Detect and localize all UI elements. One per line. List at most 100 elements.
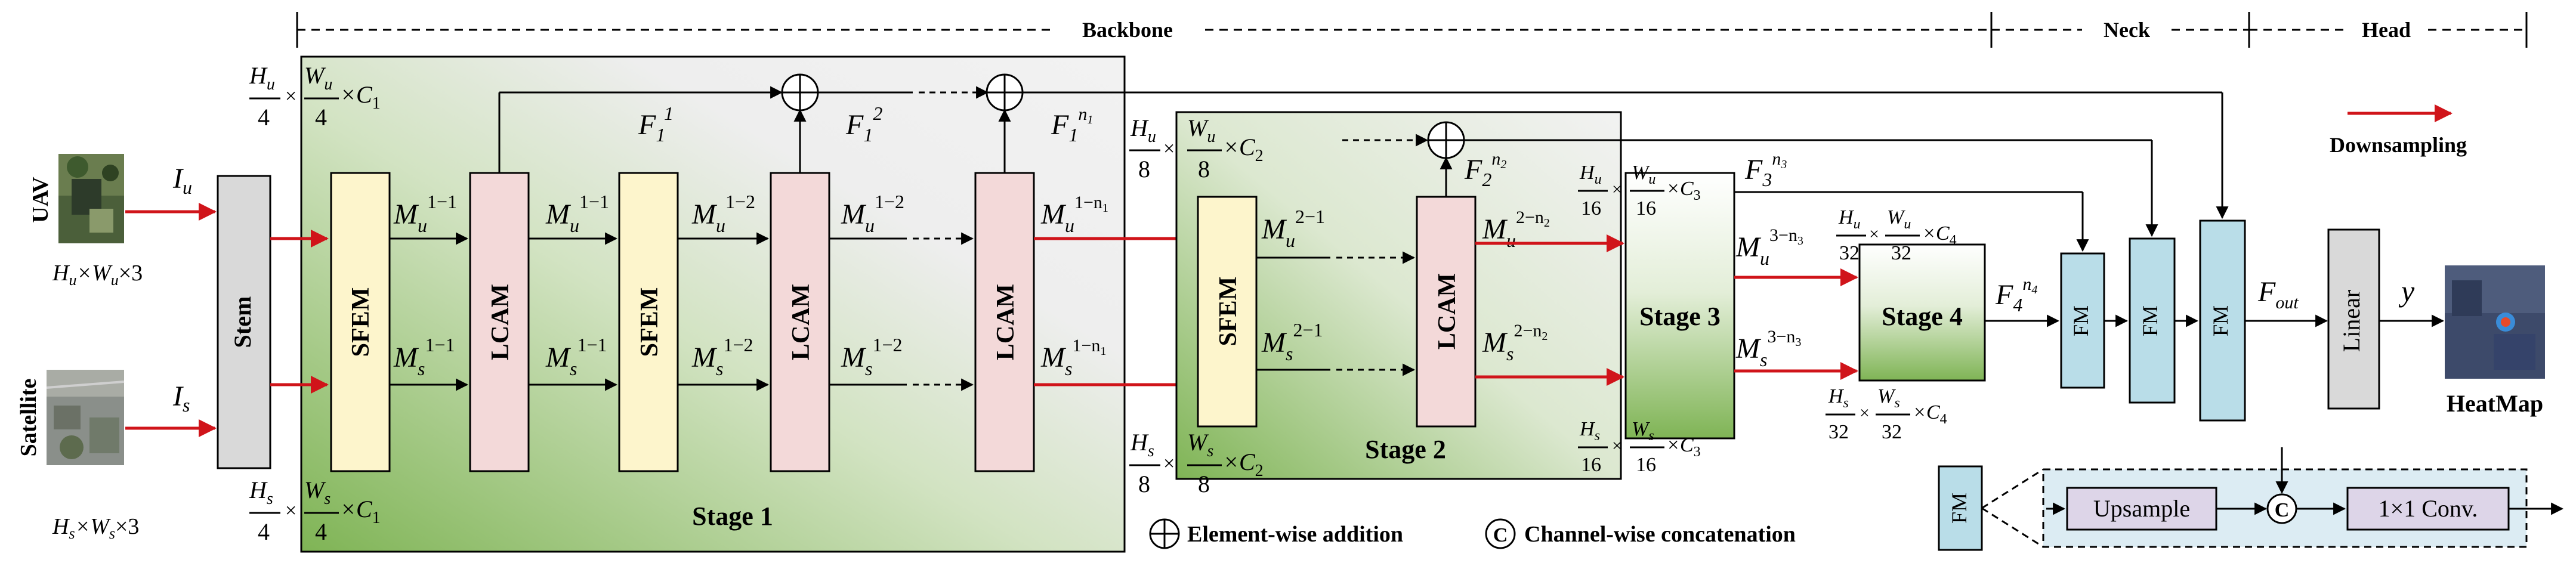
- conv-block: [2346, 487, 2510, 531]
- stage2-label: Stage 2: [1365, 435, 1446, 464]
- backbone-label: Backbone: [1082, 18, 1173, 42]
- stage3-box: [1624, 172, 1735, 440]
- satellite-input: [46, 370, 125, 465]
- svg-text:Hs: Hs: [1130, 429, 1154, 460]
- element-wise-addition-1: [781, 73, 819, 112]
- fm-label-2: FM: [2138, 305, 2162, 336]
- svg-text:×: ×: [1869, 224, 1879, 244]
- upsample-label: Upsample: [2093, 495, 2190, 522]
- uav-title: UAV: [28, 177, 53, 223]
- svg-text:Hu: Hu: [1130, 115, 1156, 146]
- linear-block: [2327, 228, 2380, 410]
- svg-text:Hu: Hu: [1579, 162, 1602, 187]
- sfem-label-3: SFEM: [1215, 277, 1242, 347]
- svg-text:16: 16: [1636, 197, 1656, 219]
- stage4-box: [1858, 243, 1986, 382]
- svg-text:32: 32: [1839, 242, 1860, 264]
- uav-dims: Hu×Wu×3: [52, 261, 143, 289]
- stage3-dims-u: Hu 16 × Wu 16 ×C3: [1578, 162, 1701, 219]
- svg-text:4: 4: [258, 518, 270, 545]
- svg-text:Hu: Hu: [1838, 206, 1861, 232]
- element-wise-legend: Element-wise addition: [1187, 522, 1403, 547]
- linear-label: Linear: [2338, 290, 2365, 352]
- svg-text:8: 8: [1198, 156, 1210, 182]
- stage1-dims-s: Hs 4 × Ws 4 ×C1: [249, 477, 381, 545]
- fm-block-3: [2199, 219, 2246, 422]
- stem-block: [217, 175, 271, 469]
- svg-text:8: 8: [1198, 471, 1210, 497]
- svg-text:Hu: Hu: [249, 62, 275, 94]
- lcam-label-2: LCAM: [787, 284, 815, 360]
- iu-label: Iu: [172, 163, 192, 198]
- f3n3-label: F3n3: [1744, 149, 1787, 190]
- satellite-title: Satellite: [16, 379, 41, 457]
- fm-label-3: FM: [2209, 305, 2232, 336]
- plus-legend-icon: [1149, 518, 1180, 549]
- svg-text:×: ×: [285, 500, 296, 522]
- uav-input: [58, 154, 124, 243]
- concat-letter: C: [2275, 499, 2290, 521]
- fout-label: Fout: [2257, 276, 2299, 313]
- svg-text:8: 8: [1138, 471, 1150, 497]
- conv-label: 1×1 Conv.: [2379, 495, 2478, 522]
- fm-block-1: [2060, 252, 2105, 389]
- svg-text:×: ×: [1163, 453, 1175, 475]
- lcam-block-2: [770, 172, 830, 472]
- svg-text:Hs: Hs: [249, 477, 273, 508]
- section-bar: [296, 12, 2528, 48]
- svg-text:Wu: Wu: [1632, 162, 1655, 187]
- heatmap-image: [2445, 265, 2545, 379]
- fm-detail-label: FM: [1947, 493, 1971, 524]
- sfem-block-3: [1197, 196, 1258, 428]
- is-label: Is: [172, 381, 190, 416]
- svg-text:×: ×: [285, 85, 296, 107]
- stage2-arrows: [1256, 134, 1453, 376]
- head-label: Head: [2362, 18, 2411, 42]
- sfem-label-2: SFEM: [636, 287, 663, 357]
- stage3-label: Stage 3: [1639, 302, 1721, 331]
- svg-text:Wu: Wu: [1887, 206, 1911, 232]
- svg-text:×: ×: [1612, 180, 1622, 199]
- stage1-arrows: [390, 86, 1011, 391]
- y-label: y: [2398, 274, 2415, 308]
- lcam-label-1: LCAM: [487, 284, 514, 360]
- sfem-block-1: [330, 172, 391, 472]
- svg-text:16: 16: [1581, 454, 1601, 476]
- lcam-block-4: [1416, 196, 1477, 428]
- stage4-label: Stage 4: [1882, 302, 1963, 331]
- stem-label: Stem: [229, 296, 256, 348]
- fm-block-2: [2129, 237, 2176, 404]
- ms3n3: Ms3−n3: [1735, 327, 1801, 370]
- satellite-dims: Hs×Ws×3: [52, 514, 139, 542]
- svg-text:×: ×: [1860, 403, 1870, 423]
- channel-wise-legend: Channel-wise concatenation: [1524, 522, 1796, 547]
- heatmap-label: HeatMap: [2447, 390, 2543, 417]
- mu3n3: Mu3−n3: [1735, 225, 1803, 269]
- fm-detail-arrows: [2046, 447, 2564, 515]
- lcam-block-3: [974, 172, 1035, 472]
- svg-text:16: 16: [1636, 454, 1656, 476]
- stage1-label: Stage 1: [692, 502, 773, 531]
- concat-legend-letter: C: [1493, 524, 1508, 546]
- lcam-label-4: LCAM: [1434, 273, 1461, 349]
- svg-text:16: 16: [1581, 197, 1601, 219]
- svg-text:8: 8: [1138, 156, 1150, 182]
- svg-text:32: 32: [1891, 242, 1911, 264]
- stage4-dims-s: Hs 32 × Ws 32 ×C4: [1826, 385, 1947, 443]
- svg-text:×C4: ×C4: [1913, 401, 1947, 427]
- downsampling-label: Downsampling: [2330, 133, 2467, 157]
- fm-label-1: FM: [2069, 305, 2093, 336]
- svg-text:32: 32: [1828, 421, 1849, 443]
- lcam-label-3: LCAM: [992, 284, 1020, 360]
- fm-detail-dashes: [1981, 468, 2044, 548]
- svg-text:Ws: Ws: [1877, 385, 1900, 411]
- neck-label: Neck: [2104, 18, 2150, 42]
- svg-text:32: 32: [1882, 421, 1902, 443]
- neck-arrows: [1023, 91, 2445, 327]
- sfem-label-1: SFEM: [347, 287, 375, 357]
- element-wise-addition-3: [1427, 121, 1465, 159]
- svg-text:×C4: ×C4: [1922, 222, 1957, 248]
- f4n4-label: F4n4: [1995, 274, 2037, 315]
- svg-text:Hs: Hs: [1828, 385, 1849, 411]
